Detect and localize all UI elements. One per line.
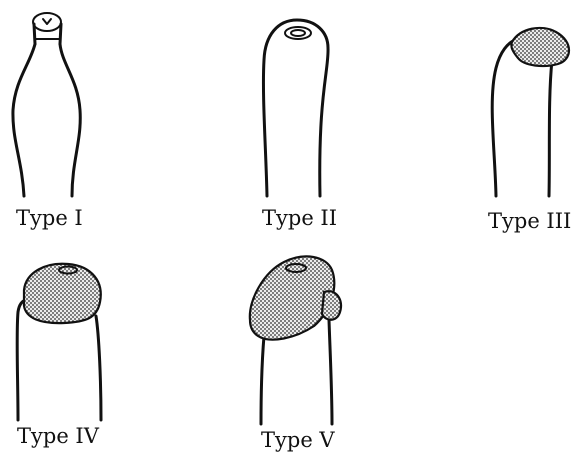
type-4-body-right xyxy=(96,316,101,420)
type-1-body-left xyxy=(13,44,35,196)
type-3-body-right xyxy=(549,60,552,196)
type-3-diagram xyxy=(492,28,569,196)
type-1-neck-right xyxy=(60,24,61,44)
type-4-diagram xyxy=(17,264,101,420)
type-5-diagram xyxy=(250,256,341,424)
type-5-label: Type V xyxy=(261,430,335,451)
type-2-diagram xyxy=(263,20,328,196)
type-5-body-left xyxy=(261,336,264,424)
type-2-label: Type II xyxy=(262,208,337,229)
type-3-stippled-cap xyxy=(511,28,569,66)
type-2-body xyxy=(263,20,328,196)
type-4-body-left xyxy=(17,300,26,420)
type-1-body-right xyxy=(60,44,80,196)
type-2-opening xyxy=(285,27,311,39)
type-4-label: Type IV xyxy=(17,426,99,447)
type-5-body-right xyxy=(329,320,332,424)
type-3-label: Type III xyxy=(488,211,571,232)
type-3-body-left xyxy=(492,40,516,196)
type-1-opening xyxy=(33,13,61,31)
type-1-opening-mark xyxy=(43,19,51,24)
type-2-opening-inner xyxy=(291,30,305,36)
type-5-side-knob xyxy=(322,291,341,320)
type-5-stippled-cap xyxy=(250,256,334,339)
type-1-neck-left xyxy=(34,24,35,44)
type-1-diagram xyxy=(13,13,80,196)
type-1-label: Type I xyxy=(16,208,83,229)
